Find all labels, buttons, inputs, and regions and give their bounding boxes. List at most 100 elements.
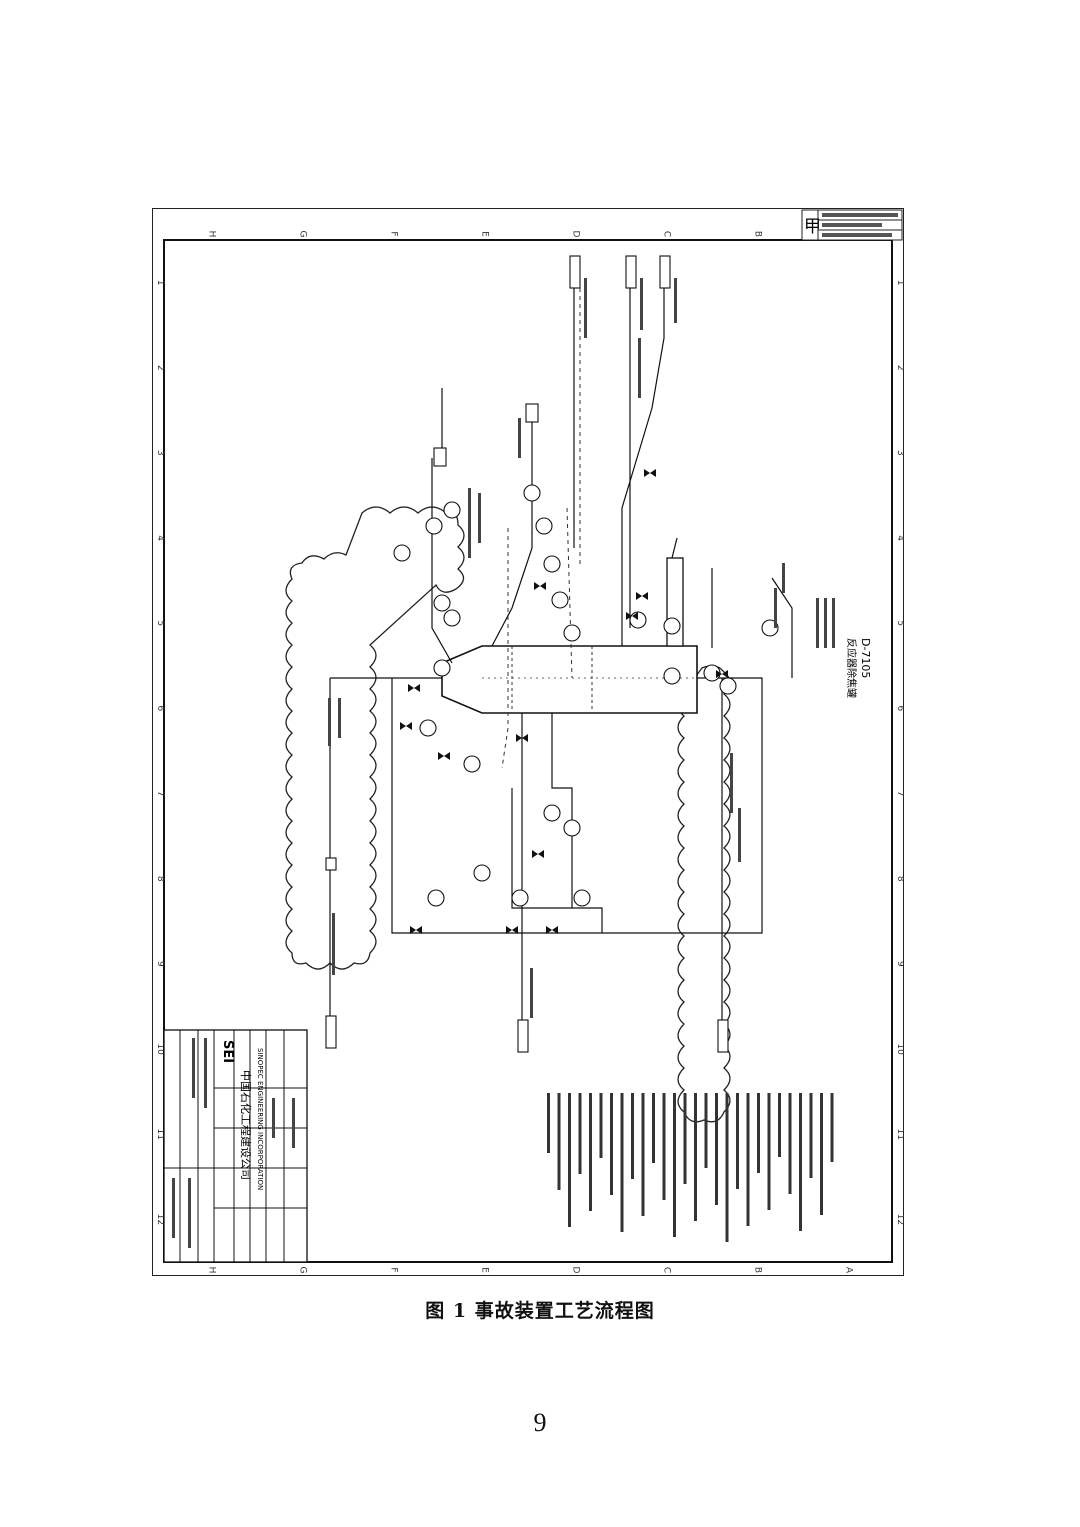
row-label-left: 8 [155, 876, 165, 882]
row-label-left: 11 [155, 1129, 165, 1140]
note-line [673, 1093, 676, 1237]
valve-symbol [546, 926, 558, 934]
note-line [725, 1093, 729, 1242]
outer-border [152, 208, 904, 1276]
svg-text:中国石化工程建设公司: 中国石化工程建设公司 [239, 1070, 253, 1180]
instrument-bubble [563, 624, 581, 642]
instrument-bubble [433, 659, 451, 677]
valve-symbol [532, 850, 544, 858]
instrument-bubble [543, 555, 561, 573]
instrument-bubble [551, 591, 569, 609]
instrument-bubble [473, 864, 491, 882]
note-line [830, 1093, 834, 1162]
instrument-bubble [393, 544, 411, 562]
column-label-top: F [389, 231, 399, 236]
valve-symbol [410, 926, 422, 934]
note-line [631, 1093, 634, 1179]
svg-text:SEI: SEI [220, 1040, 235, 1063]
column-label-top: H [207, 231, 217, 238]
instrument-bubble [443, 609, 461, 627]
note-line [778, 1093, 781, 1157]
instrument-bubbles [393, 484, 779, 907]
drawing-notes [547, 1093, 834, 1242]
row-label-right: 9 [895, 961, 904, 967]
instrument-bubble [419, 719, 437, 737]
note-line [736, 1093, 739, 1189]
note-line [746, 1093, 750, 1226]
row-label-right: 4 [895, 535, 904, 541]
note-line [715, 1093, 718, 1205]
note-line [620, 1093, 624, 1232]
approval-stamp: 甲 [801, 209, 903, 241]
row-label-right: 5 [895, 620, 904, 626]
note-line [652, 1093, 655, 1163]
title-block: SEI 中国石化工程建设公司 SINOPEC ENGINEERING INCOR… [163, 1029, 308, 1263]
svg-text:D-7105: D-7105 [859, 638, 872, 678]
note-line [547, 1093, 550, 1153]
note-line [788, 1093, 792, 1194]
row-label-right: 8 [895, 876, 904, 882]
instrument-bubble [433, 594, 451, 612]
note-line [694, 1093, 697, 1221]
instrument-bubble [535, 517, 553, 535]
row-label-left: 1 [155, 280, 165, 286]
valve-symbol [438, 752, 450, 760]
valve-symbol [516, 734, 528, 742]
note-line [757, 1093, 760, 1173]
column-label-bottom: F [389, 1267, 399, 1272]
svg-text:SINOPEC ENGINEERING INCORPORAT: SINOPEC ENGINEERING INCORPORATION [256, 1048, 264, 1190]
piping-lines [329, 268, 793, 1028]
row-label-left: 2 [155, 365, 165, 371]
note-line [767, 1093, 771, 1210]
note-line [568, 1093, 571, 1227]
row-label-right: 7 [895, 791, 904, 797]
note-line [641, 1093, 645, 1216]
equipment-title: D-7105 反应器除焦罐 [816, 598, 872, 698]
note-line [662, 1093, 666, 1200]
valve-symbol [506, 926, 518, 934]
note-line [578, 1093, 582, 1174]
instrument-bubble [511, 889, 529, 907]
row-label-right: 2 [895, 365, 904, 371]
row-label-left: 7 [155, 791, 165, 797]
note-line [820, 1093, 823, 1215]
instrument-bubble [563, 819, 581, 837]
instrument-bubble [663, 667, 681, 685]
page-number: 9 [533, 1408, 547, 1437]
note-line [610, 1093, 613, 1195]
column-label-top: G [298, 231, 308, 238]
note-line [599, 1093, 603, 1158]
offpage-connectors [325, 255, 729, 1053]
inner-border [163, 239, 893, 1263]
dashed-instrument-lines [501, 288, 581, 769]
valve-symbol [408, 684, 420, 692]
row-label-left: 10 [155, 1043, 165, 1055]
note-line [557, 1093, 561, 1190]
valve-symbols [400, 469, 728, 934]
row-label-right: 3 [895, 450, 904, 456]
instrument-bubble [719, 677, 737, 695]
instrument-bubble [573, 889, 591, 907]
column-label-top: E [480, 231, 490, 237]
svg-text:反应器除焦罐: 反应器除焦罐 [845, 638, 858, 698]
row-label-left: 5 [155, 620, 165, 626]
valve-symbol [400, 722, 412, 730]
valve-symbol [636, 592, 648, 600]
valve-symbol [626, 612, 638, 620]
instrument-bubble [425, 517, 443, 535]
row-label-right: 11 [895, 1129, 904, 1140]
instrument-bubble [463, 755, 481, 773]
line-annotations [328, 278, 785, 1018]
column-label-bottom: H [207, 1267, 217, 1274]
instrument-bubble [427, 889, 445, 907]
note-line [589, 1093, 592, 1211]
column-label-top: D [571, 231, 581, 238]
revision-cloud-left [285, 506, 465, 970]
row-label-right: 12 [895, 1214, 904, 1225]
row-label-left: 9 [155, 961, 165, 967]
